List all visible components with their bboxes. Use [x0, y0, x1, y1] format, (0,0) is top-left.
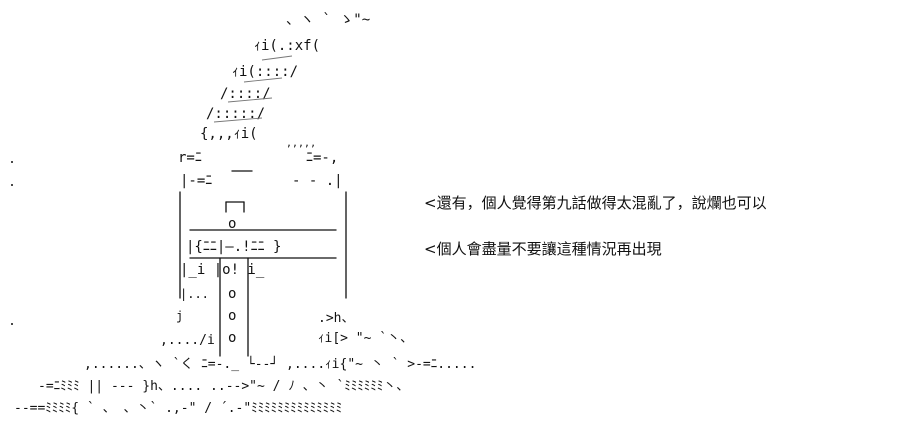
svg-text:|_i |o! i_: |_i |o! i_ [180, 262, 265, 278]
svg-text:o: o [228, 330, 236, 346]
svg-text:、ヽ ` ゝ"~: 、ヽ ` ゝ"~ [286, 12, 370, 28]
svg-text:o: o [228, 308, 236, 324]
svg-text:/:::::/: /:::::/ [206, 106, 265, 122]
hat-tip: 、ヽ ` ゝ"~ ｨi(.:xf( ｨi(::::/ /::::/ /:::::… [200, 12, 370, 149]
svg-text:ｨi[> "~ `丶、: ｨi[> "~ `丶、 [318, 331, 413, 346]
helmet-box: r=ﾆ ﾆ=-, |-=ﾆ - - .| [178, 150, 347, 299]
svg-text:/::::/: /::::/ [220, 86, 271, 102]
svg-text:{,,,ｨi(: {,,,ｨi( [200, 126, 258, 142]
dialogue-line: <個人會盡量不要讓這種情況再出現 [424, 240, 662, 258]
svg-text:o: o [228, 286, 236, 302]
robe: ,..../i .>h、 ｨi[> "~ `丶、 ,......、ヽ `く ﾆ=… [14, 311, 476, 416]
svg-text:|-=ﾆ: |-=ﾆ [180, 173, 212, 189]
svg-text:--==ﾐﾐﾐﾐ{ ` 、 、丶` .,-" / ´.: --==ﾐﾐﾐﾐ{ ` 、 、丶` .,-" / ´.-"ﾐﾐﾐﾐﾐﾐﾐﾐﾐﾐﾐ… [14, 401, 342, 416]
svg-text:ﾆ=-,: ﾆ=-, [306, 150, 338, 166]
svg-text:,......、ヽ `く ﾆ=-._ └--┘ ,....: ,......、ヽ `く ﾆ=-._ └--┘ ,....ｨi{"~ 丶 ` >… [84, 355, 476, 372]
svg-text:|{ﾆﾆ|—.!ﾆﾆ }: |{ﾆﾆ|—.!ﾆﾆ } [186, 239, 281, 255]
svg-text:|...: |... [180, 287, 209, 301]
margin-dots [11, 161, 13, 325]
svg-text:-=ﾆﾐﾐﾐ || --- }h、.... ..-->": -=ﾆﾐﾐﾐ || --- }h、.... ..-->"~ / ﾉ 、丶 `ﾐﾐ… [38, 379, 409, 394]
hat-hatching [213, 55, 293, 123]
svg-text:- - .|: - - .| [292, 173, 343, 189]
svg-text:,,,,,: ,,,,, [286, 138, 316, 149]
svg-text:j: j [176, 309, 183, 323]
svg-text:,..../i: ,..../i [160, 333, 215, 348]
svg-text:r=ﾆ: r=ﾆ [178, 150, 202, 166]
dialogue-line: <還有，個人覺得第九話做得太混亂了，說爛也可以 [424, 194, 767, 212]
svg-text:ｨi(.:xf(: ｨi(.:xf( [254, 38, 320, 54]
svg-text:ｨi(::::/: ｨi(::::/ [232, 64, 298, 80]
svg-text:o: o [228, 216, 236, 232]
svg-text:.>h、: .>h、 [318, 311, 354, 326]
cross-emblem: o |{ﾆﾆ|—.!ﾆﾆ } |_i |o! i_ o o o |... j [176, 201, 337, 357]
